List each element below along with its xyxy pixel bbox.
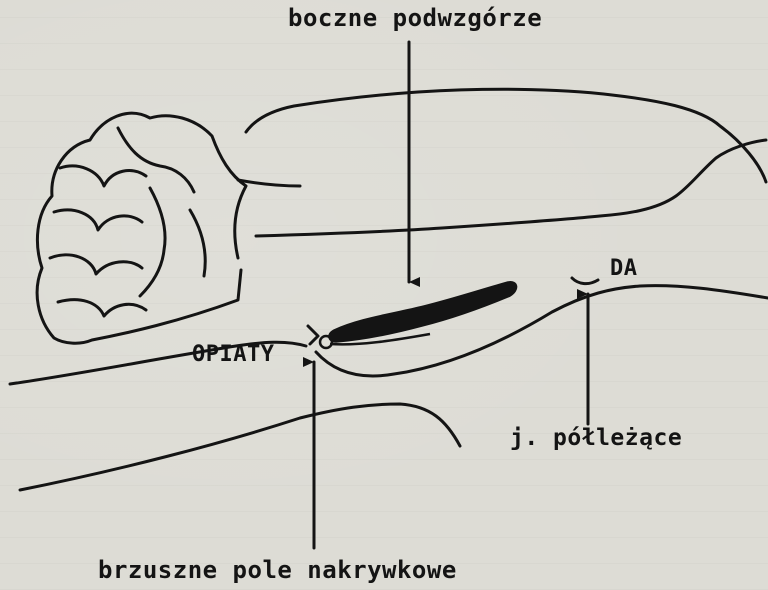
ventricle-line	[238, 180, 300, 186]
label-opiates: OPIATY	[192, 342, 274, 367]
cerebellum-folia-5	[118, 128, 194, 192]
cerebellum-folia-3	[50, 255, 142, 274]
dopamine-pathway	[329, 282, 517, 342]
label-vta: brzuszne pole nakrywkowe	[98, 556, 457, 584]
brainstem-lower-line	[20, 404, 460, 490]
cerebellum-folia-6	[140, 188, 165, 296]
cerebellum-folia-1	[60, 166, 146, 186]
frontal-lobe-outline	[256, 140, 766, 236]
label-dopamine: DA	[610, 256, 638, 281]
label-lateral-hypothalamus: boczne podwzgórze	[288, 4, 542, 32]
cortex-outline	[246, 89, 766, 182]
cerebellum-folia-4	[58, 300, 146, 316]
cerebellum-folia-7	[190, 210, 205, 276]
dopamine-terminal	[572, 278, 598, 284]
cerebellum-folia-2	[54, 210, 142, 230]
label-nucleus-accumbens: j. półleżące	[510, 425, 682, 451]
opiate-synapse	[308, 326, 318, 344]
